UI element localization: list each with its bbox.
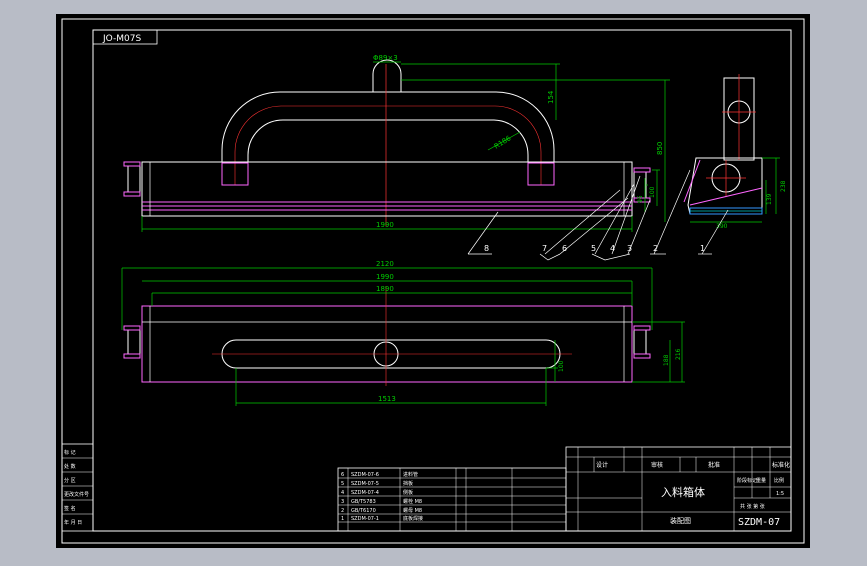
rev-row-3: 更改文件号 [64,491,89,498]
dim-plan-w2: 216 [675,348,682,360]
svg-text:2: 2 [341,508,344,514]
svg-text:螺栓 M8: 螺栓 M8 [403,498,422,505]
dim-side-h4: 139 [766,193,773,205]
dim-length-main: 1990 [376,221,394,229]
balloon-5: 5 [591,244,596,253]
tb-approve: 批准 [708,461,720,469]
svg-text:4: 4 [341,490,344,496]
dim-plan-slot: 1513 [378,395,396,403]
rev-row-1: 处 数 [64,463,76,470]
dim-plan-total: 2120 [376,260,394,268]
dim-side-w: 390 [716,223,728,230]
pipe-right-end [527,162,555,186]
pipe-inner [247,119,529,185]
dim-side-h1: 100 [649,186,656,198]
tb-design: 设计 [596,461,608,469]
plan-right-flange [633,325,651,359]
svg-text:SZDM-07-5: SZDM-07-5 [351,481,379,487]
balloon-3: 3 [627,244,632,253]
svg-text:3: 3 [341,499,344,505]
front-dimensions [141,61,670,232]
balloon-leaders [539,169,729,261]
rev-row-2: 分 区 [64,477,76,484]
parts-list: 6 SZDM-07-6 进料管 5 SZDM-07-5 挡板 4 SZDM-07… [337,467,567,532]
plan-view: 2120 1990 1890 1513 100 188 216 [121,260,685,406]
svg-text:SZDM-07-1: SZDM-07-1 [351,516,379,522]
svg-text:SZDM-07-4: SZDM-07-4 [351,490,379,496]
rev-row-0: 标 记 [64,449,76,456]
revision-table: 标 记 处 数 分 区 更改文件号 签 名 年 月 日 [61,443,94,532]
dim-height-top: 154 [547,90,555,104]
svg-text:6: 6 [341,472,344,478]
svg-text:5: 5 [341,481,344,487]
svg-text:GB/T5783: GB/T5783 [351,499,376,505]
dim-plan-inner: 1890 [376,285,394,293]
rev-row-5: 年 月 日 [64,519,82,526]
box-body [141,161,633,217]
dim-side-h3: 238 [780,180,787,192]
balloon-labels: 8 7 6 5 4 3 2 1 [484,244,705,253]
tb-weight: 重量 [756,477,766,484]
svg-text:1: 1 [341,516,344,522]
tb-part-name: 入料箱体 [661,485,705,499]
rev-row-4: 签 名 [64,505,76,512]
balloon-2: 2 [653,244,658,253]
svg-text:螺母 M8: 螺母 M8 [403,507,422,514]
tb-assembly: 装配图 [670,516,691,525]
svg-text:SZDM-07-6: SZDM-07-6 [351,472,379,478]
tb-check: 审核 [651,461,663,469]
dim-side-h2: 95 [637,195,644,203]
tb-stage: 阶段标记 [737,477,757,484]
dim-plan-w1: 188 [663,354,670,366]
tb-sheet: 共 张 第 张 [740,503,765,510]
dim-pipe-dia: Φ89×3 [373,54,398,62]
balloon-4: 4 [610,244,615,253]
svg-text:侧板: 侧板 [403,489,413,496]
dim-height-total: 850 [656,142,664,155]
inlet-stub [372,59,402,92]
dim-plan-slot-w: 100 [558,360,565,372]
svg-text:挡板: 挡板 [403,480,413,487]
dim-plan-mid: 1990 [376,273,394,281]
outer-frame [61,18,805,544]
code-tag: JO-M07S [92,29,158,45]
code-tag-text: JO-M07S [102,34,141,44]
balloon-6: 6 [562,244,567,253]
svg-text:底板焊接: 底板焊接 [403,515,423,522]
tb-scale-value: 1:5 [776,491,784,497]
title-block: 设计 审核 批准 标准化 入料箱体 装配图 SZDM-07 阶段标记 重量 比例… [565,446,792,532]
tb-drawing-no: SZDM-07 [738,517,780,528]
plan-left-flange [123,325,141,359]
tb-scale-label: 比例 [774,477,784,484]
pipe-left-end [221,162,249,186]
svg-text:进料管: 进料管 [403,471,418,478]
balloon-7: 7 [542,244,547,253]
tb-standard: 标准化 [772,461,790,469]
balloon-1: 1 [700,244,705,253]
svg-text:GB/T6170: GB/T6170 [351,508,376,514]
left-flange [123,161,141,197]
pipe-outer [221,91,555,185]
balloon-8: 8 [484,244,489,253]
pipe-centerline [234,105,542,185]
